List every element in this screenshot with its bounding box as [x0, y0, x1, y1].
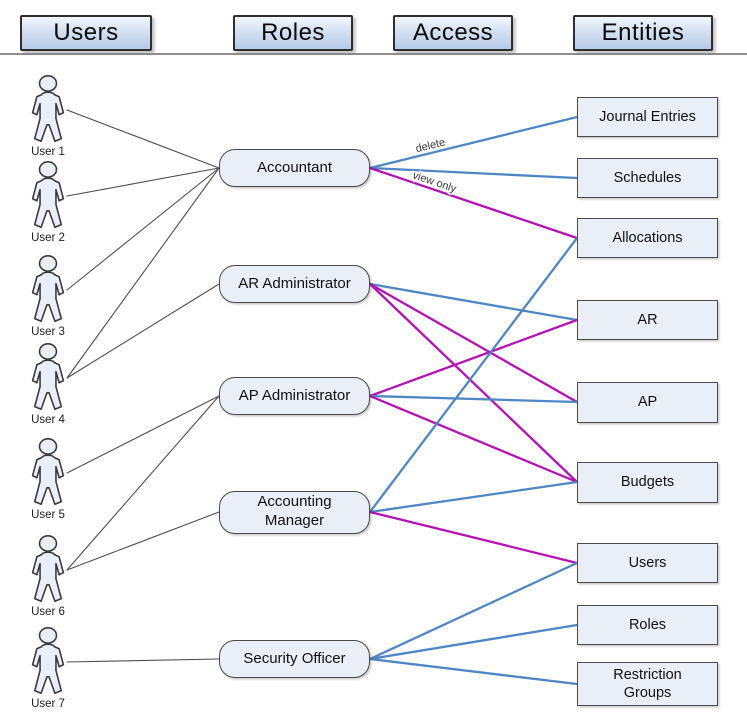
- edge: [368, 282, 579, 322]
- edge: [368, 166, 579, 180]
- entity-box-users-entity: Users: [577, 543, 718, 583]
- role-box-security-officer: Security Officer: [219, 640, 370, 678]
- role-box-ap-administrator: AP Administrator: [219, 377, 370, 415]
- edge: [368, 236, 579, 514]
- edge: [368, 394, 579, 484]
- user-6: User 6: [24, 535, 72, 618]
- edge: [66, 283, 220, 379]
- role-box-accountant: Accountant: [219, 149, 370, 187]
- person-icon: [31, 627, 65, 695]
- user-7: User 7: [24, 627, 72, 710]
- user-label: User 6: [31, 606, 65, 618]
- person-icon: [31, 535, 65, 603]
- edge: [368, 561, 579, 661]
- column-header-users: Users: [20, 15, 152, 51]
- role-box-accounting-manager: Accounting Manager: [219, 490, 370, 534]
- entity-box-schedules: Schedules: [577, 158, 718, 198]
- edge: [66, 658, 220, 663]
- column-header-entities: Entities: [573, 15, 713, 51]
- entity-box-journal-entries: Journal Entries: [577, 97, 718, 137]
- user-label: User 5: [31, 509, 65, 521]
- user-label: User 1: [31, 146, 65, 158]
- person-icon: [31, 343, 65, 411]
- edge: [368, 480, 579, 514]
- edge: [368, 166, 579, 240]
- edge: [66, 511, 220, 571]
- user-5: User 5: [24, 438, 72, 521]
- edge: [66, 167, 220, 291]
- person-icon: [31, 438, 65, 506]
- edge: [368, 318, 579, 398]
- entity-box-allocations: Allocations: [577, 218, 718, 258]
- edge: [368, 282, 579, 404]
- edge: [66, 395, 220, 474]
- entity-box-roles-entity: Roles: [577, 605, 718, 645]
- person-icon: [31, 75, 65, 143]
- edge: [368, 394, 579, 404]
- person-icon: [31, 161, 65, 229]
- edge: [66, 167, 220, 379]
- user-label: User 2: [31, 232, 65, 244]
- entity-box-budgets: Budgets: [577, 461, 718, 503]
- header-divider-line: [0, 53, 747, 55]
- entity-box-ar: AR: [577, 300, 718, 340]
- column-header-roles: Roles: [233, 15, 353, 51]
- edge: [368, 115, 579, 170]
- person-icon: [31, 255, 65, 323]
- user-3: User 3: [24, 255, 72, 338]
- user-label: User 7: [31, 698, 65, 710]
- user-4: User 4: [24, 343, 72, 426]
- edge: [368, 623, 579, 661]
- entity-box-ap: AP: [577, 381, 718, 423]
- role-box-ar-administrator: AR Administrator: [219, 265, 370, 303]
- column-header-access: Access: [393, 15, 513, 51]
- edge: [66, 167, 220, 197]
- edge: [368, 657, 579, 686]
- edge: [368, 510, 579, 565]
- user-2: User 2: [24, 161, 72, 244]
- entity-box-restriction-groups: Restriction Groups: [577, 662, 718, 706]
- user-label: User 3: [31, 326, 65, 338]
- user-label: User 4: [31, 414, 65, 426]
- access-edge-label: view only: [411, 169, 458, 195]
- edge: [66, 395, 220, 571]
- edge: [66, 109, 220, 169]
- edge: [368, 282, 579, 484]
- user-1: User 1: [24, 75, 72, 158]
